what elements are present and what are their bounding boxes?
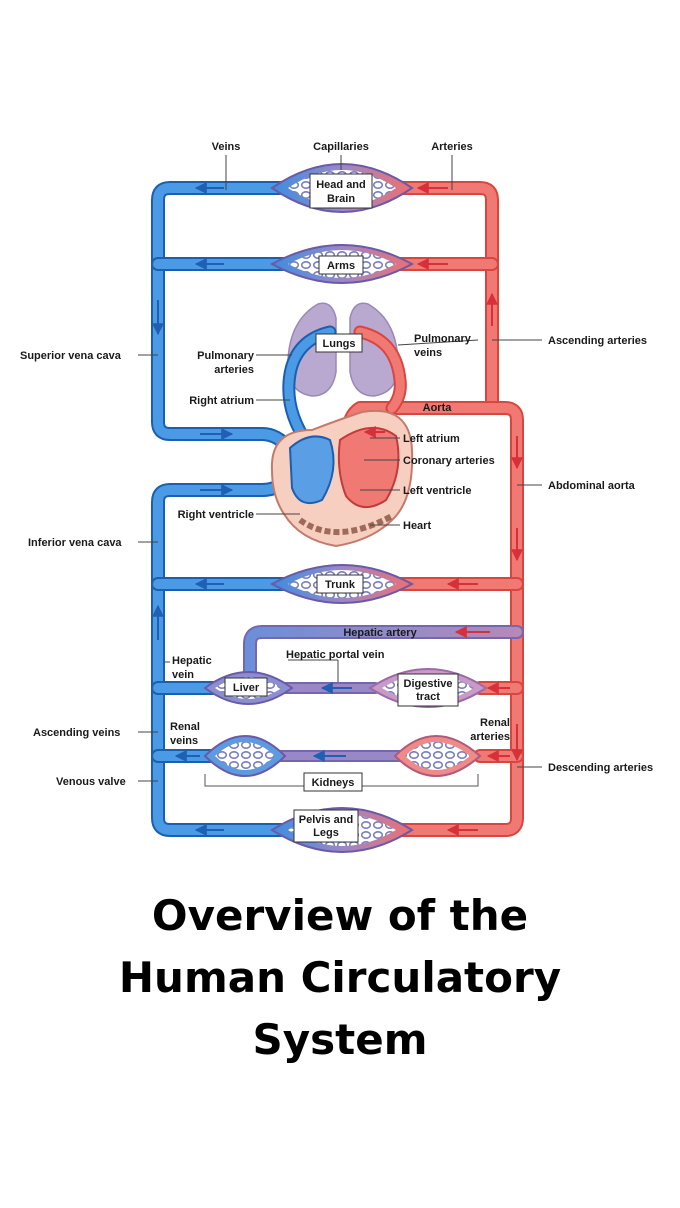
label-hepatic-vein-2: vein	[172, 669, 194, 681]
header-arteries: Arteries	[431, 141, 473, 153]
organ-box-lungs: Lungs	[315, 333, 363, 353]
label-heart: Heart	[403, 520, 431, 532]
flow-arrows-red	[363, 182, 523, 836]
label-renal-veins-1: Renal	[170, 721, 200, 733]
label-abdominal-aorta: Abdominal aorta	[548, 480, 636, 492]
label-pulmonary-veins-2: veins	[414, 347, 442, 359]
organ-label-pelvis-2: Legs	[313, 827, 339, 839]
caption-line-1: Overview of the	[151, 891, 529, 940]
label-pulmonary-arteries-1: Pulmonary	[197, 350, 255, 362]
label-hepatic-artery: Hepatic artery	[343, 627, 417, 639]
organ-label-digestive-1: Digestive	[404, 678, 453, 690]
label-left-atrium: Left atrium	[403, 433, 460, 445]
label-right-atrium: Right atrium	[189, 395, 254, 407]
label-descending-arteries: Descending arteries	[548, 762, 653, 774]
organ-box-liver: Liver	[224, 677, 268, 697]
label-superior-vena-cava: Superior vena cava	[20, 350, 122, 362]
label-inferior-vena-cava: Inferior vena cava	[28, 537, 122, 549]
organ-box-kidneys: Kidneys	[204, 772, 479, 792]
capillary-bed-renal-left	[203, 735, 287, 777]
organ-box-digestive: Digestive tract	[397, 673, 459, 707]
organ-label-liver: Liver	[233, 682, 260, 694]
organ-box-arms: Arms	[318, 255, 364, 275]
label-renal-arteries-2: arteries	[470, 731, 510, 743]
organ-box-head: Head and Brain	[309, 173, 373, 209]
label-pulmonary-veins-1: Pulmonary	[414, 333, 472, 345]
lungs	[282, 302, 407, 451]
circulatory-diagram: Head and Brain Arms Lungs Trunk Liver Di…	[20, 141, 653, 853]
label-hepatic-portal-vein: Hepatic portal vein	[286, 649, 385, 661]
heart	[270, 409, 414, 548]
organ-label-head-2: Brain	[327, 193, 355, 205]
label-ascending-arteries: Ascending arteries	[548, 335, 647, 347]
organ-label-pelvis-1: Pelvis and	[299, 814, 353, 826]
label-right-ventricle: Right ventricle	[178, 509, 254, 521]
organ-box-pelvis: Pelvis and Legs	[293, 809, 359, 843]
label-renal-arteries-1: Renal	[480, 717, 510, 729]
header-capillaries: Capillaries	[313, 141, 369, 153]
capillary-bed-renal-right	[393, 735, 482, 777]
label-hepatic-vein-1: Hepatic	[172, 655, 212, 667]
label-pulmonary-arteries-2: arteries	[214, 364, 254, 376]
organ-label-trunk: Trunk	[325, 579, 356, 591]
organ-label-kidneys: Kidneys	[312, 777, 355, 789]
leader-lines	[138, 339, 542, 782]
organ-box-trunk: Trunk	[316, 574, 364, 594]
caption-line-3: System	[252, 1015, 428, 1064]
header-veins: Veins	[212, 141, 241, 153]
organ-label-digestive-2: tract	[416, 691, 440, 703]
label-renal-veins-2: veins	[170, 735, 198, 747]
header-leaders	[225, 155, 453, 190]
label-left-ventricle: Left ventricle	[403, 485, 471, 497]
label-coronary-arteries: Coronary arteries	[403, 455, 495, 467]
flow-arrows-blue	[152, 182, 352, 836]
caption: Overview of the Human Circulatory System	[0, 885, 680, 1071]
caption-line-2: Human Circulatory	[118, 953, 562, 1002]
organ-label-arms: Arms	[327, 260, 355, 272]
organ-label-head-1: Head and	[316, 179, 366, 191]
label-ascending-veins: Ascending veins	[33, 727, 120, 739]
organ-label-lungs: Lungs	[323, 338, 356, 350]
label-aorta: Aorta	[423, 402, 453, 414]
label-venous-valve: Venous valve	[56, 776, 126, 788]
